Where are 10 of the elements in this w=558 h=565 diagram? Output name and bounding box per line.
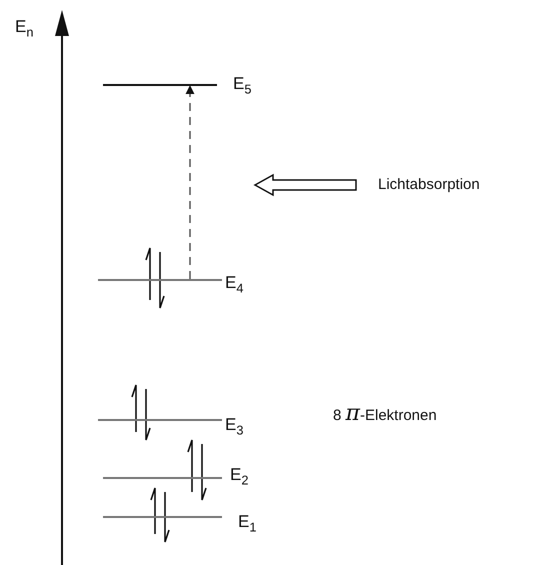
hollow-arrow	[253, 174, 357, 196]
transition-arrow	[186, 85, 194, 279]
level-label: E$_{2}$	[230, 466, 248, 488]
level-label: E$_{1}$	[238, 513, 256, 534]
axis-label: E$_{n}$	[15, 18, 34, 40]
level-label: E$_{4}$	[225, 274, 244, 296]
level-label: E$_{5}$	[233, 75, 252, 96]
annotation-text: 8 π-Elektronen	[333, 403, 437, 425]
annotation-text: Lichtabsorption	[378, 176, 480, 193]
level-label: E$_{3}$	[225, 416, 244, 438]
